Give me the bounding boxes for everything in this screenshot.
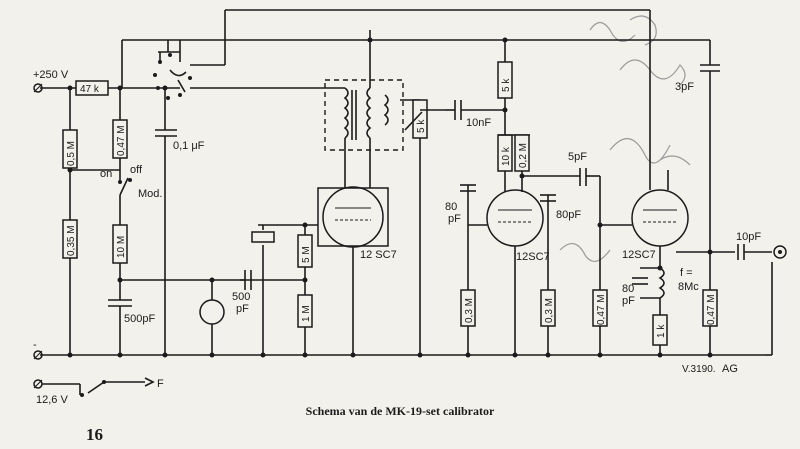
label-r047m-a: 0,47 M [116,125,127,156]
label-r047m-b: 0,47 M [596,294,607,325]
label-r035m: 0,35 M [66,225,77,256]
diode [199,299,225,325]
label-on: on [100,168,112,180]
label-tube2: 12SC7 [516,251,550,263]
output-connector [773,245,787,259]
label-r47k: 47 k [80,84,100,95]
label-fmc: f = [680,267,693,279]
label-tube1: 12 SC7 [360,249,397,261]
label-01uf: 0,1 μF [173,140,205,152]
label-r03m-b: 0,3 M [544,298,555,323]
label-r03m-a: 0,3 M [464,298,475,323]
label-r5m: 5 M [301,246,312,263]
label-80-c: 80 [622,283,634,295]
label-f: F [157,378,164,390]
tuned-coil [658,267,665,299]
label-80-c-pf: pF [622,295,635,307]
resistor-47k [75,80,109,96]
label-ag: AG [722,363,738,375]
label-plus250v: +250 V [33,69,69,81]
label-mod: Mod. [138,188,162,200]
plus-terminal [33,83,43,93]
label-500pf-c: 500pF [124,313,155,325]
label-500-pf: pF [236,303,249,315]
label-minus: - [33,339,37,351]
oscillator-transformer [324,79,404,151]
label-80-a-pf: pF [448,213,461,225]
label-tube3: 12SC7 [622,249,656,261]
label-r047m-c: 0,47 M [706,294,717,325]
label-r10k: 10 k [501,146,512,166]
label-126v: 12,6 V [36,394,68,406]
label-r10m: 10 M [116,236,127,258]
label-500: 500 [232,291,250,303]
figure-caption: Schema van de MK-19-set calibrator [305,404,495,418]
label-r1m: 1 M [301,305,312,322]
junction-dots [67,37,713,358]
page-number: 16 [86,425,103,444]
label-10nf: 10nF [466,117,491,129]
rotary-switch [153,40,345,100]
label-8mc: 8Mc [678,281,699,293]
label-r5k-pot: 5 k [416,119,427,133]
tube-12sc7-1 [317,187,389,247]
label-code: V.3190. [682,364,716,375]
crystal [251,231,275,243]
label-r1k: 1 k [656,324,667,338]
label-r02m: 0,2 M [518,143,529,168]
tube-12sc7-3 [631,189,689,247]
label-10pf: 10pF [736,231,761,243]
label-r5k: 5 k [501,78,512,92]
label-3pf: 3pF [675,81,694,93]
label-80-a: 80 [445,201,457,213]
label-r05m: 0,5 M [66,141,77,166]
tube-12sc7-2 [486,189,544,247]
label-off: off [130,164,143,176]
label-5pf: 5pF [568,151,587,163]
label-80pf-b: 80pF [556,209,581,221]
ground-terminal [33,350,43,360]
